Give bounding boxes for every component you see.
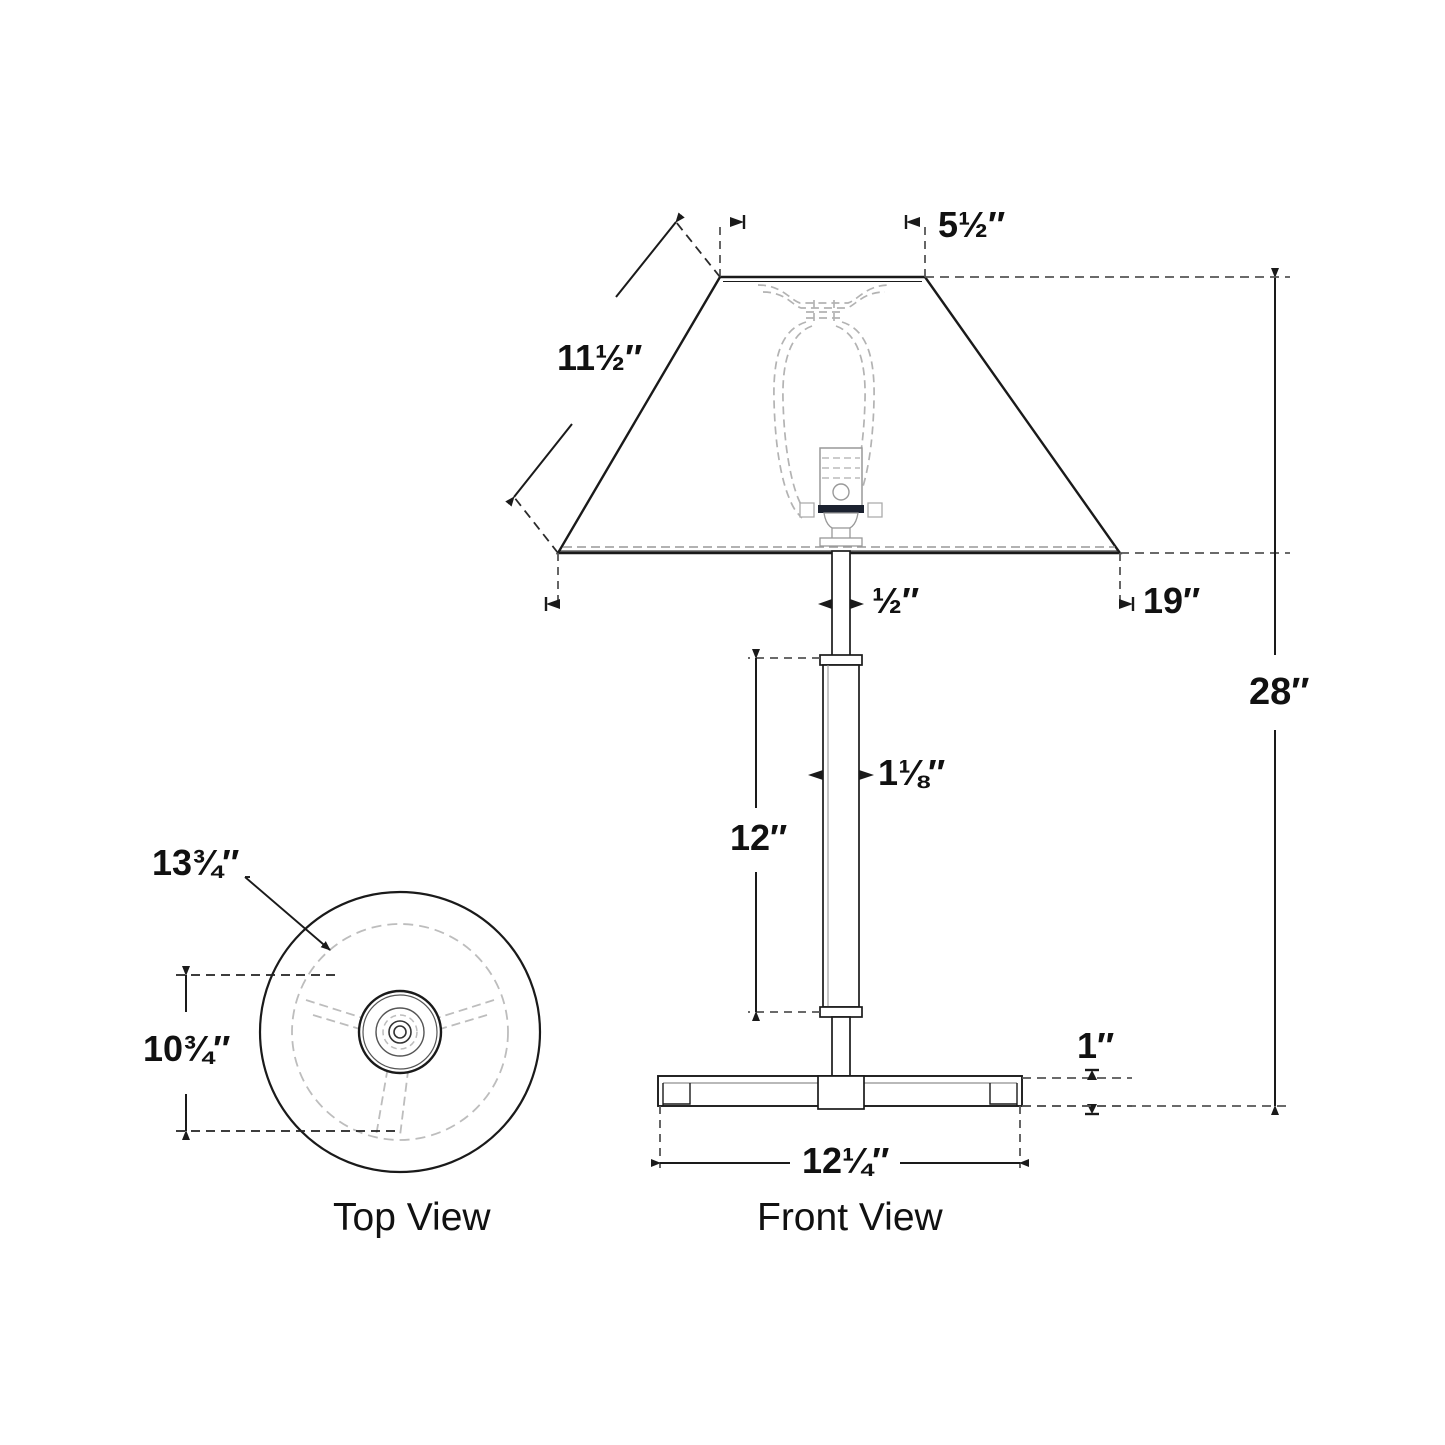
harp-clip-right	[867, 502, 883, 518]
column-cap-top	[819, 654, 863, 666]
arrow-half-right	[850, 599, 864, 609]
dim-column-width	[808, 770, 874, 780]
harp-clip-left	[799, 502, 815, 518]
arrow-right-in	[906, 217, 920, 227]
stem-lower	[831, 1016, 851, 1077]
dim-base-thickness	[1022, 1068, 1132, 1116]
arrow-19-left	[546, 599, 560, 609]
arrow-118-right	[859, 770, 874, 780]
stem-upper	[831, 550, 851, 664]
leader-1375	[244, 876, 331, 951]
dim-label-stem-width: ½″	[872, 580, 920, 621]
socket-assembly	[799, 447, 883, 547]
dim-label-shade-bottom-width: 19″	[1143, 580, 1201, 621]
spider-arm-inner	[762, 291, 886, 309]
dim-overall-height	[925, 268, 1290, 1115]
front-view-body	[657, 550, 1023, 1110]
harp-left-outer	[773, 321, 807, 519]
slant-ext-bottom	[513, 496, 559, 554]
topview-shade-circle	[258, 890, 542, 1174]
topview-hub-center	[393, 1025, 407, 1039]
arrow-left-in	[730, 217, 744, 227]
finial-collar	[806, 311, 842, 319]
view-label-front-view: Front View	[757, 1196, 943, 1239]
dim-label-shade-top-width: 5½″	[938, 204, 1006, 245]
arrow-19-right	[1119, 599, 1133, 609]
arrow-half-left	[818, 599, 832, 609]
dim-shade-slant	[505, 212, 721, 554]
base-foot-left	[662, 1083, 691, 1106]
socket-port	[832, 483, 850, 501]
view-label-top-view: Top View	[333, 1196, 491, 1239]
topview-hub-outer-inner	[362, 994, 438, 1070]
socket-flange	[819, 537, 863, 547]
socket-dark-band	[818, 505, 864, 513]
arrow-118-left	[808, 770, 823, 780]
dim-base-width	[651, 1106, 1029, 1168]
dim-label-shade-slant: 11½″	[557, 337, 643, 378]
top-view-geometry	[258, 890, 542, 1174]
dim-column-height	[748, 649, 820, 1021]
dim-top-shade-diameter	[244, 876, 331, 951]
dim-label-top-shade-diameter: 13¾″	[152, 842, 240, 883]
dim-shade-top-width	[719, 215, 926, 277]
dim-label-base-width: 12¼″	[802, 1140, 890, 1181]
column-cap-bottom	[819, 1006, 863, 1018]
base-center-boss	[817, 1075, 865, 1110]
base-foot-right	[989, 1083, 1018, 1106]
arrow-1in-top	[1087, 1070, 1097, 1080]
topview-hub-outer	[357, 989, 443, 1075]
dim-top-base-diameter	[176, 966, 400, 1140]
topview-base-circle-hidden	[291, 923, 509, 1141]
topview-hub-ring4	[388, 1020, 412, 1044]
harp-left-inner	[782, 325, 813, 517]
dim-label-column-width: 1⅛″	[878, 752, 946, 793]
slant-dim-line-upper	[615, 212, 685, 298]
slant-ext-top	[675, 221, 721, 278]
spider-arm-outer	[757, 284, 891, 304]
dim-label-overall-height: 28″	[1249, 671, 1310, 713]
topview-hub-ring2	[375, 1007, 425, 1057]
dim-label-top-base-diameter: 10¾″	[143, 1028, 231, 1069]
dim-label-base-thickness: 1″	[1077, 1025, 1115, 1066]
topview-hub-ring3-hidden	[382, 1014, 418, 1050]
dim-label-column-height: 12″	[730, 817, 788, 858]
dim-stem-width	[818, 599, 864, 609]
slant-dim-line-lower	[505, 423, 573, 507]
dim-shade-bottom-width	[544, 552, 1290, 611]
